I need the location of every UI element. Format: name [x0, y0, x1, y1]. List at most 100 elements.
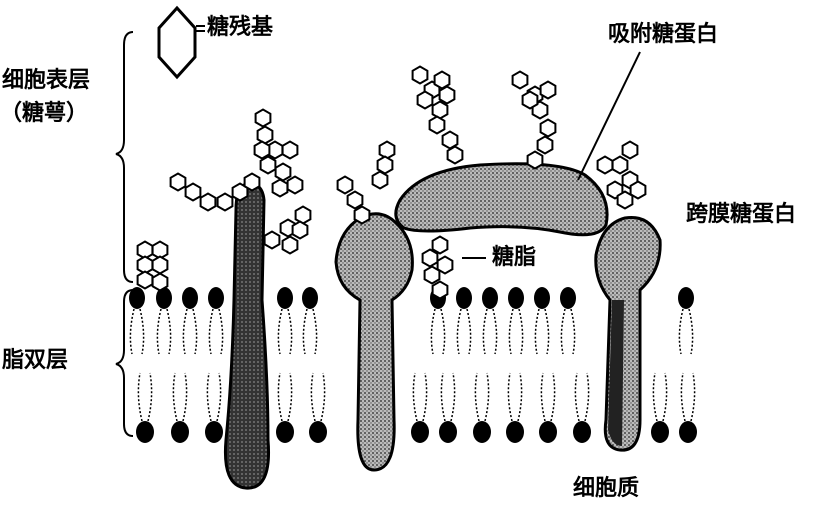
lipid-head	[136, 421, 154, 443]
sugar-residue-icon	[184, 182, 202, 202]
sugar-residue-icon	[371, 170, 389, 190]
lipid-tail	[574, 372, 590, 422]
sugar-residue-icon	[431, 280, 449, 300]
sugar-residue-icon	[536, 135, 554, 155]
sugar-residue-icon	[169, 172, 187, 192]
lipid-tail	[156, 308, 172, 355]
lipid-tail	[534, 308, 550, 355]
lipid-tail	[482, 308, 498, 355]
sugar-residue-icon	[286, 175, 304, 195]
lipid-tail	[206, 372, 222, 422]
sugar-residue-icon	[151, 272, 169, 292]
lipid-head	[156, 287, 172, 309]
lipid-head	[171, 421, 189, 443]
lipid-tail	[508, 308, 524, 355]
lipid-tail	[474, 372, 490, 422]
sugar-residue-icon	[259, 155, 277, 175]
lipid-head	[205, 421, 223, 443]
lipid-tail	[137, 372, 153, 422]
glycolipid-label: 糖脂	[492, 245, 537, 270]
sugar-residue-icon	[416, 90, 434, 110]
sugar-residue-icon	[291, 220, 309, 240]
sugar-residue-icon	[253, 140, 271, 160]
sugar-residue-icon	[511, 70, 529, 90]
sugar-residue-icon	[256, 125, 274, 145]
sugar-residue-icon	[526, 150, 544, 170]
lipid-head	[506, 421, 524, 443]
sugar-residue-icon	[378, 140, 396, 160]
adsorbed-glycoprotein	[394, 162, 609, 237]
transmembrane-glycoprotein-label: 跨膜糖蛋白	[686, 202, 797, 227]
lipid-head	[651, 421, 669, 443]
sugar-residue-icon	[151, 255, 169, 275]
sugar-residue-icon	[423, 265, 441, 285]
sugar-residue-icon	[336, 175, 354, 195]
lipid-head	[473, 421, 491, 443]
cell-surface-label: 细胞表层	[2, 68, 91, 93]
sugar-residue-icon	[281, 140, 299, 160]
lipid-tail	[208, 308, 224, 355]
sugar-residue-icon	[438, 85, 456, 105]
glycocalyx-label: （糖萼）	[0, 101, 89, 126]
sugar-residue-icon	[281, 235, 299, 255]
lipid-tail	[182, 308, 198, 355]
lipid-tail	[412, 372, 428, 422]
lipid-head	[560, 287, 576, 309]
sugar-residue-icon	[446, 145, 464, 165]
adsorbed-glycoprotein-label: 吸附糖蛋白	[608, 22, 719, 47]
sugar-residue-icon	[263, 230, 281, 250]
sugar-residue-icon	[621, 140, 639, 160]
lipid-head	[482, 287, 498, 309]
sugar-residue-icon	[431, 235, 449, 255]
transmembrane-protein-1	[223, 182, 271, 490]
sugar-residue-legend-icon	[157, 5, 197, 80]
lipid-bilayer-label: 脂双层	[2, 348, 69, 373]
lipid-tail	[440, 372, 456, 422]
lipid-head	[456, 287, 472, 309]
lipid-tail	[277, 308, 293, 355]
sugar-residue-icon	[136, 270, 154, 290]
lipid-tail	[560, 308, 576, 355]
sugar-residue-icon	[421, 248, 439, 268]
sugar-residue-icon	[521, 90, 539, 110]
lipid-tail	[310, 372, 326, 422]
lipid-head	[508, 287, 524, 309]
sugar-residue-icon	[274, 162, 292, 182]
lipid-tail	[678, 308, 694, 355]
lipid-tail	[172, 372, 188, 422]
sugar-residue-label: 糖残基	[207, 15, 274, 40]
lipid-head	[534, 287, 550, 309]
lipid-head	[208, 287, 224, 309]
sugar-residue-icon	[346, 190, 364, 210]
lipid-bilayer-bracket	[115, 289, 134, 437]
adsorbed-glycoprotein-leader	[577, 51, 641, 181]
sugar-residue-icon	[428, 115, 446, 135]
lipid-tail	[302, 308, 318, 355]
cytoplasm-label: 细胞质	[573, 476, 640, 501]
lipid-tail	[129, 308, 145, 355]
lipid-tail	[277, 372, 293, 422]
lipid-tail	[430, 308, 446, 355]
sugar-residue-icon	[436, 255, 454, 275]
sugar-chains	[136, 65, 647, 300]
lipid-head	[439, 421, 457, 443]
sugar-residue-icon	[294, 205, 312, 225]
lipid-head	[411, 421, 429, 443]
transmembrane-glycoprotein	[594, 215, 662, 452]
lipid-head	[302, 287, 318, 309]
sugar-residue-icon	[539, 118, 557, 138]
lipid-tail	[507, 372, 523, 422]
lipid-head	[573, 421, 591, 443]
sugar-residue-icon	[596, 155, 614, 175]
sugar-residue-icon	[353, 205, 371, 225]
lipid-head	[539, 421, 557, 443]
lipid-head	[129, 287, 145, 309]
lipid-head	[678, 287, 694, 309]
sugar-residue-icon	[431, 100, 449, 120]
sugar-residue-icon	[254, 108, 272, 128]
sugar-residue-icon	[216, 192, 234, 212]
sugar-residue-icon	[539, 80, 557, 100]
glycocalyx-bracket	[115, 31, 134, 283]
lipid-tail	[456, 308, 472, 355]
